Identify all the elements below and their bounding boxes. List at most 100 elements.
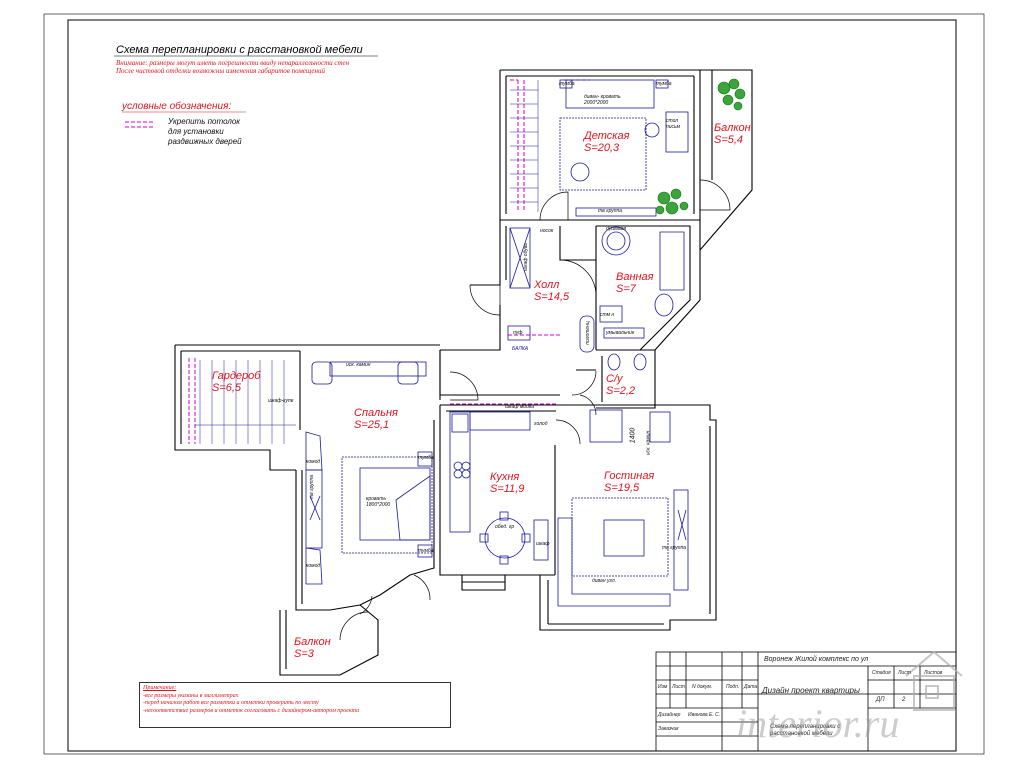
room-name: Гостиная xyxy=(604,470,655,482)
label-tumba: тумба xyxy=(418,548,434,554)
label-krovat: кровать xyxy=(366,496,386,502)
label-krovat-size: 1800*2000 xyxy=(366,502,391,508)
tb-designer-name: Иванова Е. С. xyxy=(688,712,721,718)
outer-frame xyxy=(43,13,985,755)
furniture xyxy=(305,79,689,607)
label-tumba: тумба xyxy=(418,455,434,461)
label-komod: комод xyxy=(306,459,321,465)
room-area: S=7 xyxy=(616,283,636,295)
label-nosok: носок xyxy=(540,228,554,234)
label-isk-kamin: иск. камин xyxy=(645,430,652,456)
notes-line: -перед началом работ все разметки и отме… xyxy=(143,700,319,706)
tb-row-customer: Заказчик xyxy=(658,726,679,732)
wardrobe-hatch xyxy=(195,80,539,444)
tb-col-izm: Изм xyxy=(658,684,668,690)
legend-text: Укрепить потолок для установки раздвижны… xyxy=(168,117,242,146)
tb-sheet-value: 2 xyxy=(902,697,906,703)
room-area: S=3 xyxy=(294,648,314,660)
label-divan-krovat-size: 2000*2000 xyxy=(584,100,609,106)
inner-frame xyxy=(67,19,957,752)
door-swings xyxy=(339,179,731,641)
room-area: S=2,2 xyxy=(606,385,636,397)
room-area: S=20,3 xyxy=(584,142,620,154)
label-obed-gr: обед. гр xyxy=(495,524,515,530)
notes-line: -несоответствие размеров и отметок согла… xyxy=(143,707,360,714)
room-area: S=11,9 xyxy=(490,483,525,495)
tb-sheet-label: Лист xyxy=(898,670,911,676)
label-dushevaya: душевая xyxy=(606,226,627,232)
watermark-house-icon xyxy=(905,650,963,711)
tb-sheet-name: Схема перепланировки с расстановкой мебе… xyxy=(770,724,841,737)
tb-row-designer: Дизайнер xyxy=(658,712,681,718)
label-tv-gruppa: тв группа xyxy=(662,545,687,551)
label-holod: холод xyxy=(534,421,548,427)
label-divan-krovat: диван- кровать xyxy=(584,94,621,100)
label-tumba: тумба xyxy=(656,81,672,87)
tb-col-list: Лист xyxy=(672,684,685,690)
label-divan-ugl: диван угл. xyxy=(592,578,617,584)
label-shkaf-obuv: шкаф обувь xyxy=(523,242,530,272)
warning-line-1: Внимание: размеры могут иметь погрешност… xyxy=(116,59,350,67)
legend-title: условные обозначения: xyxy=(122,101,232,112)
tb-col-doc: N докум. xyxy=(692,684,713,690)
label-stol: стол xyxy=(666,118,679,124)
label-tv-gruppa: тв группа xyxy=(309,474,316,500)
room-name: Холл xyxy=(534,279,560,291)
label-pismennyi: письм xyxy=(666,124,681,130)
drawing-title: Схема перепланировки с расстановкой мебе… xyxy=(116,44,363,56)
label-dimension-1400: 1400 xyxy=(629,427,637,444)
notes-box: Примечание: -все размеры указаны в милли… xyxy=(139,682,451,728)
tb-project: Воронеж Жилой комплекс по ул xyxy=(764,656,869,663)
warning-line-2: После чистовой отделки возможны изменени… xyxy=(116,67,325,75)
label-tv-gruppa: тв группа xyxy=(598,208,623,214)
room-area: S=5,4 xyxy=(714,134,744,146)
label-shkaf: шкаф xyxy=(536,541,550,547)
walls xyxy=(174,69,753,676)
label-shkaf-kupe: шкаф-купе xyxy=(268,398,294,404)
notes-title: Примечание: xyxy=(143,685,177,691)
room-name: Детская xyxy=(584,130,630,142)
tb-design-name: Дизайн проект квартиры xyxy=(762,686,860,695)
tb-stage-label: Стадия xyxy=(872,670,891,676)
room-area: S=25,1 xyxy=(354,419,390,431)
room-name: Балкон xyxy=(294,636,331,648)
title-block-grid xyxy=(655,651,957,752)
room-area: S=14,5 xyxy=(534,291,570,303)
tb-stage-value: ДП xyxy=(876,697,885,703)
room-name: Гардероб xyxy=(212,370,261,382)
room-name: Балкон xyxy=(714,122,751,134)
tb-col-sign: Подп. xyxy=(726,684,740,690)
label-komod: комод xyxy=(306,563,321,569)
notes-line: -все размеры указаны в миллиметрах xyxy=(143,692,239,699)
tb-col-date: Дата xyxy=(744,684,758,690)
tb-sheets-label: Листов xyxy=(924,670,943,676)
room-area: S=6,5 xyxy=(212,382,242,394)
label-balka: БАЛКА xyxy=(512,346,529,352)
legend-symbol xyxy=(125,121,155,128)
label-puf: пуф xyxy=(513,330,523,336)
room-name: Кухня xyxy=(490,471,520,483)
room-name: С/у xyxy=(606,373,623,385)
room-name: Ванная xyxy=(616,271,654,283)
watermark-text: interior.ru xyxy=(736,701,900,746)
label-tumba: тумба xyxy=(559,81,575,87)
room-area: S=19,5 xyxy=(604,482,640,494)
label-umyvalnik: умывальник xyxy=(606,330,635,336)
label-mashina: стм н xyxy=(600,312,615,318)
label-shkaf-mojka: шкаф мойка xyxy=(505,404,534,410)
label-isk-kamin: иск. камин xyxy=(346,362,371,368)
room-name: Спальня xyxy=(354,407,398,419)
plants xyxy=(655,78,746,215)
